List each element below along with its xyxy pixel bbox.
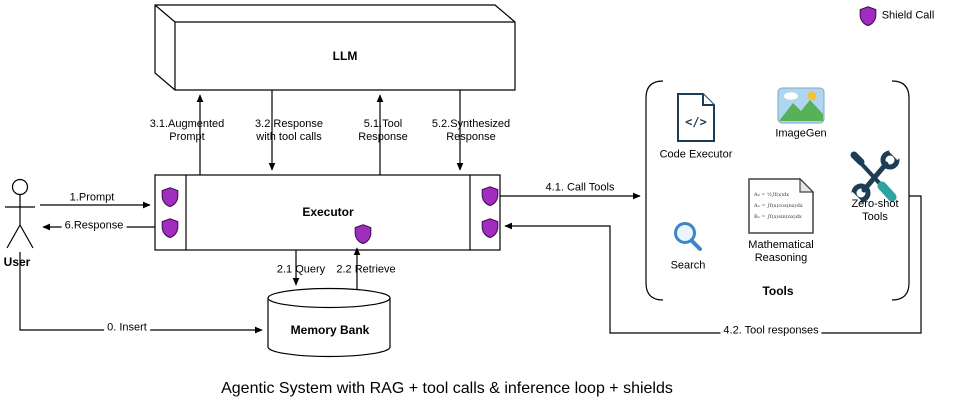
- llm-box-shape: [154, 4, 516, 91]
- memory-bank-shape: [267, 287, 391, 358]
- edge-label-call-tools: 4.1. Call Tools: [545, 181, 615, 194]
- zero-shot-tools-icon: [846, 145, 904, 207]
- tool-label-search: Search: [670, 259, 706, 272]
- llm-label: LLM: [332, 48, 358, 63]
- edge-label-response: 6.Response: [61, 219, 127, 233]
- math-reasoning-icon: A₀ = ½∫f(x)dx Aₙ = ∫f(x)cos(nx)dx Bₙ = ∫…: [748, 177, 815, 234]
- shield-icon: [481, 186, 499, 206]
- tool-label-zero-shot: Zero-shot Tools: [851, 198, 899, 223]
- shield-icon: [354, 224, 372, 244]
- legend-shield-label: Shield Call: [881, 9, 935, 22]
- edge-label-prompt: 1.Prompt: [69, 191, 115, 204]
- math-formula-row: Bₙ = ∫f(x)sin(nx)dx: [754, 213, 802, 220]
- edge-label-query: 2.1 Query: [276, 263, 326, 276]
- tool-label-math-reasoning: Mathematical Reasoning: [748, 239, 814, 264]
- shield-icon: [481, 218, 499, 238]
- legend-shield-icon: [859, 6, 877, 26]
- code-glyph: </>: [685, 115, 707, 129]
- edge-insert: [19, 252, 263, 334]
- tool-label-imagegen: ImageGen: [775, 127, 827, 140]
- search-icon: [674, 222, 702, 251]
- shield-icon: [161, 218, 179, 238]
- edge-label-retrieve: 2.2 Retrieve: [336, 263, 396, 276]
- tools-group-label: Tools: [762, 283, 794, 298]
- tools-bracket-right: [891, 80, 910, 301]
- edge-label-insert: 0. Insert: [104, 321, 150, 335]
- memory-bank-label: Memory Bank: [290, 322, 370, 337]
- tools-bracket-left: [645, 80, 664, 301]
- shield-icon: [161, 187, 179, 207]
- user-label: User: [3, 254, 31, 269]
- executor-box-shape: [154, 174, 501, 251]
- edge-label-augmented-prompt: 3.1.Augmented Prompt: [149, 118, 225, 143]
- diagram-title: Agentic System with RAG + tool calls & i…: [221, 380, 673, 397]
- user-figure: [5, 178, 35, 249]
- imagegen-icon: [777, 87, 825, 124]
- edge-label-tool-response: 5.1.Tool Response: [358, 118, 408, 143]
- edge-label-response-with-tool-calls: 3.2.Response with tool calls: [255, 118, 323, 143]
- math-formula-row: A₀ = ½∫f(x)dx: [753, 191, 789, 198]
- edge-label-synthesized-response: 5.2.Synthesized Response: [431, 118, 511, 143]
- executor-label: Executor: [302, 204, 354, 219]
- math-formula-row: Aₙ = ∫f(x)cos(nx)dx: [753, 202, 803, 209]
- tool-label-code-executor: Code Executor: [659, 148, 733, 161]
- edge-label-tool-responses: 4.2. Tool responses: [720, 324, 822, 338]
- code-executor-icon: </>: [677, 93, 715, 142]
